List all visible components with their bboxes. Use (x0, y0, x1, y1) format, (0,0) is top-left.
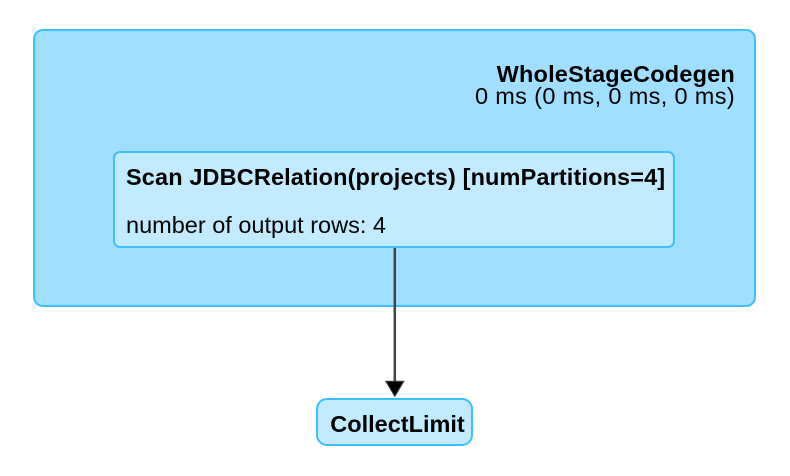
wholestagecodegen-cluster: WholeStageCodegen 0 ms (0 ms, 0 ms, 0 ms… (33, 29, 756, 307)
collect-node-name: CollectLimit (330, 410, 465, 437)
cluster-name: WholeStageCodegen (496, 61, 735, 87)
scan-node-name: Scan JDBCRelation(projects) [numPartitio… (126, 164, 666, 190)
scan-node-metric: number of output rows: 4 (126, 211, 386, 238)
scan-jdbcrelation-node[interactable]: Scan JDBCRelation(projects) [numPartitio… (113, 151, 675, 248)
arrowhead-icon (384, 380, 405, 398)
cluster-label: WholeStageCodegen 0 ms (0 ms, 0 ms, 0 ms… (474, 61, 735, 109)
collectlimit-node[interactable]: CollectLimit (316, 398, 473, 446)
cluster-duration: 0 ms (0 ms, 0 ms, 0 ms) (474, 83, 735, 109)
